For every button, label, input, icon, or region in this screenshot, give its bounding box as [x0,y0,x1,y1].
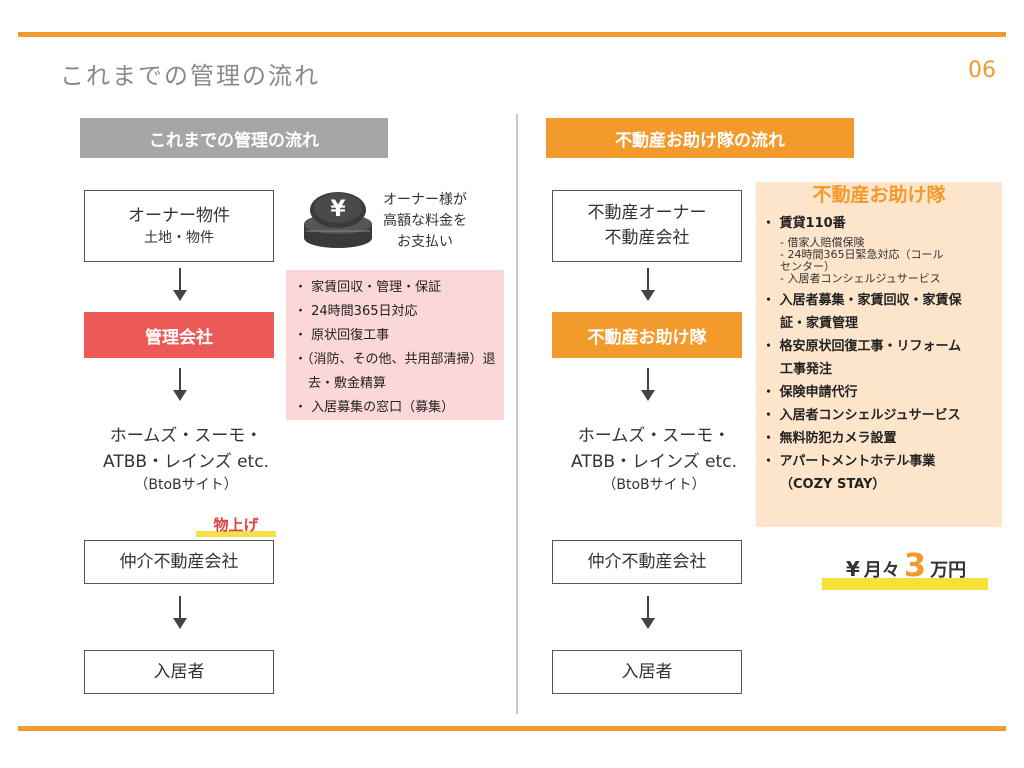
price-underline [822,578,988,590]
service-item: ・ 入居募集の窓口（募集） [294,400,455,415]
portal-line: ATBB・レインズ etc. [571,451,737,472]
page-title: これまでの管理の流れ [60,62,320,90]
owner-company-label: 不動産オーナー [587,203,707,224]
service-item: ・ 保険申請代行 [762,385,858,400]
left-header: これまでの管理の流れ [80,118,388,158]
bottom-rule [18,726,1006,731]
tenant-box: 入居者 [84,650,274,694]
service-item: ・ アパートメントホテル事業 [762,454,936,469]
services-panel [756,182,1002,527]
owner-note-line: 高額な料金を [383,213,467,229]
broker-company-box: 仲介不動産会社 [552,540,742,584]
portal-line: ホームズ・スーモ・ [577,426,731,446]
broker-company-label: 仲介不動産会社 [587,551,707,572]
service-subitem: - 入居者コンシェルジュサービス [780,272,941,285]
monthly-price: ¥ 月々 3 万円 [820,546,992,584]
yen-icon: ¥ [845,557,860,581]
down-arrow-icon [641,268,655,301]
down-arrow-icon [173,596,187,629]
service-item: ・ 入居者コンシェルジュサービス [762,408,961,423]
service-item-cont: 工事発注 [780,362,833,377]
yen-coin-stack-icon: ¥ [304,192,372,248]
price-prefix: 月々 [863,560,900,581]
portal-sites: ホームズ・スーモ・ ATBB・レインズ etc. （BtoBサイト） [534,424,774,496]
service-item: ・ 原状回復工事 [294,328,390,343]
service-item: ・ 格安原状回復工事・リフォーム [762,339,962,354]
service-item: ・ 入居者募集・家賃回収・家賃保 [762,293,962,308]
down-arrow-icon [641,596,655,629]
tenant-box: 入居者 [552,650,742,694]
owner-company-label: 不動産会社 [604,228,690,248]
column-divider [516,114,518,714]
service-item: ・ 無料防犯カメラ設置 [762,431,897,446]
top-rule [18,32,1006,37]
price-unit: 万円 [930,560,967,581]
service-sublist: - 借家人賠償保険 - 24時間365日緊急対応（コール センター） - 入居者… [762,237,998,285]
portal-line: ATBB・レインズ etc. [103,451,269,472]
service-item: ・（消防、その他、共用部清掃）退去・敷金精算 [294,352,496,391]
services-title: 不動産お助け隊 [812,184,946,206]
otasuke-box: 不動産お助け隊 [552,312,742,358]
right-header: 不動産お助け隊の流れ [546,118,854,158]
service-subitem: - 24時間365日緊急対応（コール [780,248,944,261]
price-amount: 3 [903,546,927,584]
service-item: ・ 賃貸110番 [762,216,846,231]
owner-note: オーナー様が 高額な料金を お支払い [376,190,474,253]
broker-company-box: 仲介不動産会社 [84,540,274,584]
management-services-box: ・ 家賃回収・管理・保証 ・ 24時間365日対応 ・ 原状回復工事 ・（消防、… [286,270,504,420]
service-item: ・ 24時間365日対応 [294,304,418,319]
owner-note-line: オーナー様が [383,192,467,208]
owner-note-line: お支払い [397,234,453,250]
service-item: ・ 家賃回収・管理・保証 [294,280,442,295]
owner-property-box: オーナー物件 土地・物件 [84,190,274,262]
service-subitem: センター） [780,260,835,273]
portal-sites: ホームズ・スーモ・ ATBB・レインズ etc. （BtoBサイト） [66,424,306,496]
markup-label: 物上げ [213,516,259,534]
down-arrow-icon [173,368,187,401]
portal-line: （BtoBサイト） [134,477,238,493]
service-item-cont: 証・家賃管理 [780,316,859,331]
svg-text:¥: ¥ [330,197,346,222]
tenant-label: 入居者 [621,661,673,682]
owner-property-sub: 土地・物件 [144,230,214,247]
broker-company-label: 仲介不動産会社 [119,551,239,572]
management-company-box: 管理会社 [84,312,274,358]
portal-line: （BtoBサイト） [602,477,706,493]
service-item-cont: （COZY STAY） [780,477,886,492]
owner-property-label: オーナー物件 [128,205,230,226]
portal-line: ホームズ・スーモ・ [109,426,263,446]
down-arrow-icon [173,268,187,301]
services-list: ・ 賃貸110番 - 借家人賠償保険 - 24時間365日緊急対応（コール セン… [762,212,998,496]
down-arrow-icon [641,368,655,401]
markup-underline [196,531,276,537]
tenant-label: 入居者 [153,661,205,682]
service-subitem: - 借家人賠償保険 [780,236,865,249]
page-number: 06 [968,58,996,83]
owner-company-box: 不動産オーナー 不動産会社 [552,190,742,262]
